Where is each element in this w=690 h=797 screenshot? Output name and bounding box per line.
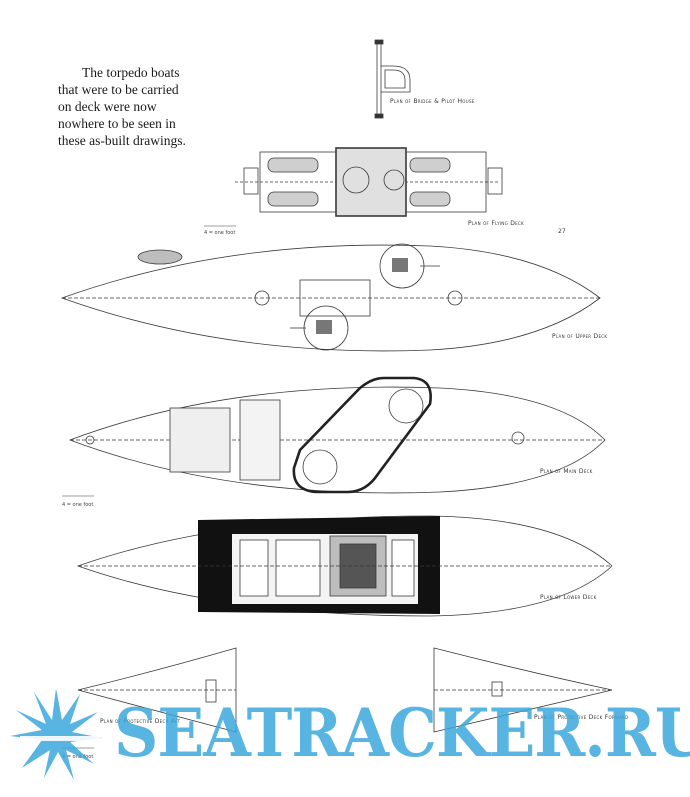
- scale-label-protective: 4 = one foot: [62, 754, 94, 760]
- scale-bars: [62, 225, 236, 749]
- protective-deck-aft-plan: [77, 647, 237, 733]
- lower-deck-plan: [76, 515, 613, 617]
- upper-deck-label: Plan of Upper Deck: [552, 333, 608, 340]
- sunburst-icon: [10, 690, 102, 780]
- protective-deck-aft-label: Plan of Protective Deck Aft: [100, 718, 181, 725]
- watermark-logo: [10, 690, 102, 780]
- protective-deck-forward-plan: [433, 647, 613, 733]
- bridge-plan-label: Plan of Bridge & Pilot House: [390, 98, 475, 105]
- main-deck-plan: [68, 376, 606, 494]
- flying-deck-plan: [235, 147, 503, 217]
- scale-label-flying: 4 = one foot: [204, 230, 236, 236]
- watermark-text: SEATRACKER.RU: [114, 694, 690, 772]
- main-deck-label: Plan of Main Deck: [540, 468, 593, 475]
- scale-label-main: 4 = one foot: [62, 502, 94, 508]
- bridge-plan: [374, 39, 411, 119]
- upper-deck-plan: [60, 243, 601, 352]
- flying-deck-label: Plan of Flying Deck: [468, 220, 524, 227]
- sheet-number: 27: [558, 228, 566, 235]
- lower-deck-label: Plan of Lower Deck: [540, 594, 597, 601]
- protective-deck-forward-label: Plan of Protective Deck Forward: [534, 714, 629, 721]
- caption-text: The torpedo boats that were to be carrie…: [58, 65, 186, 148]
